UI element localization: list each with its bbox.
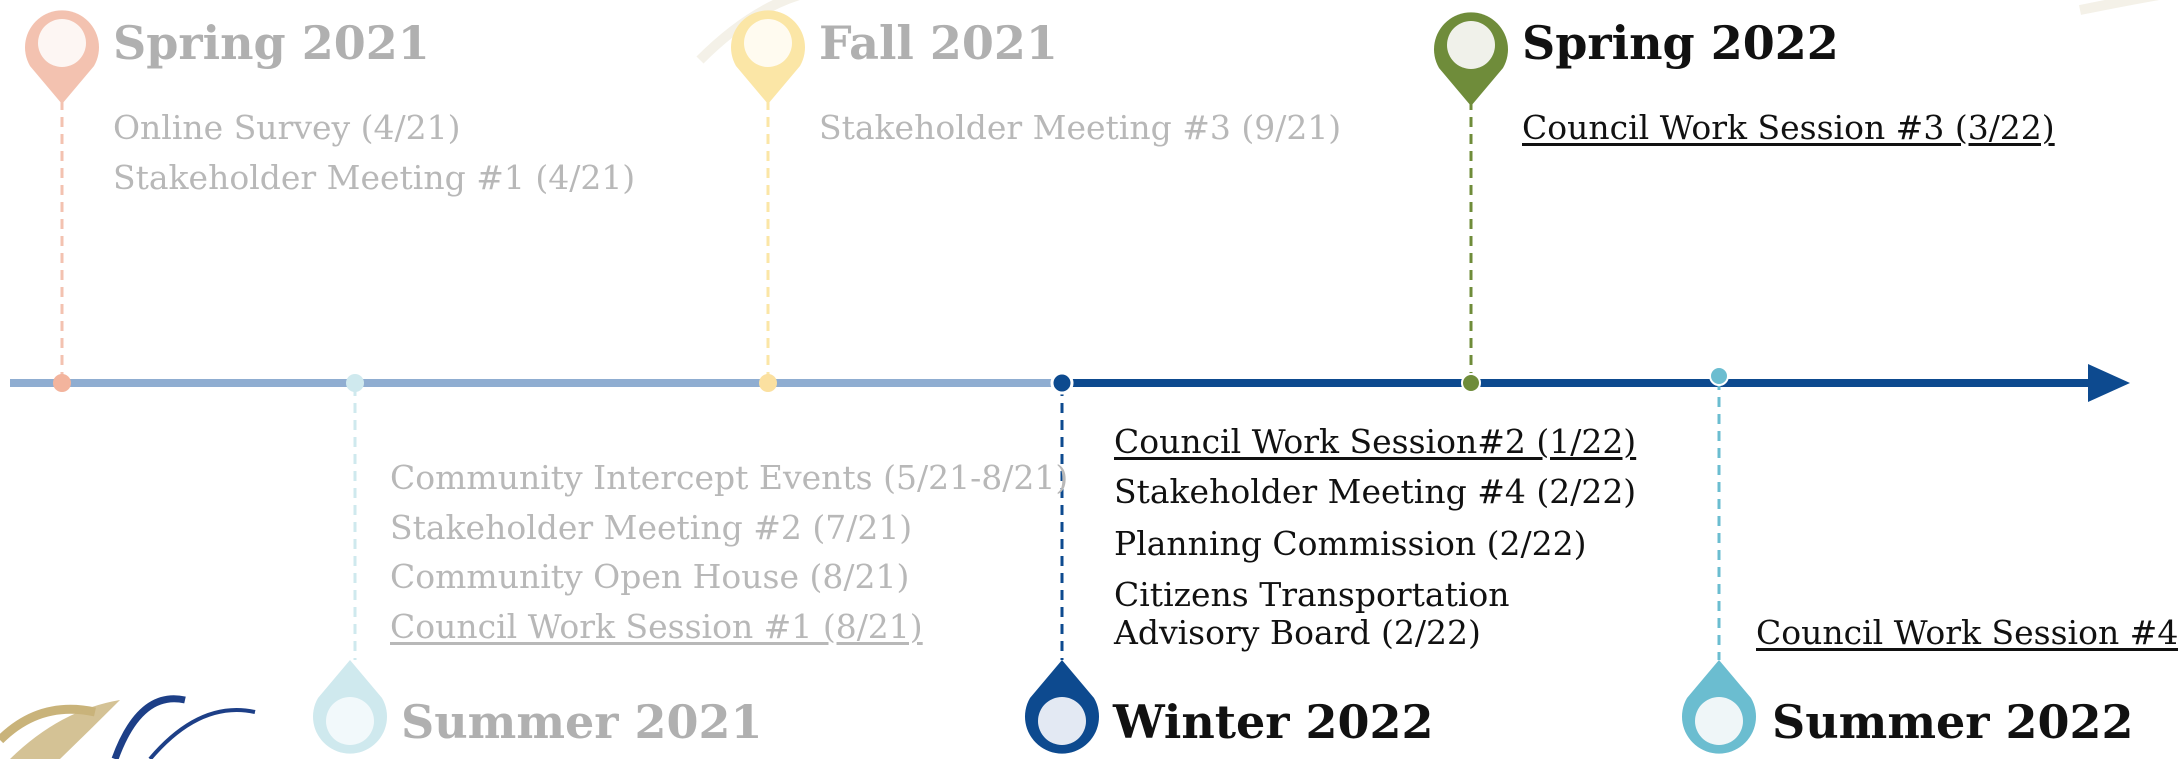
list-item: Community Open House (8/21) [390,557,910,597]
pin-icon-spring2021 [25,10,99,105]
axis-dot-spring2021 [53,374,71,392]
list-item: Stakeholder Meeting #1 (4/21) [113,157,636,197]
list-item-link[interactable]: Council Work Session #3 (3/22) [1522,108,2055,147]
list-item: Community Intercept Events (5/21-8/21) [390,458,1069,497]
phase-title: Fall 2021 [819,16,1058,70]
pin-icon-winter2022 [1025,660,1099,754]
timeline-arrowhead [2088,364,2130,402]
axis-dot-fall2021 [759,374,777,392]
phase-title: Spring 2021 [113,16,430,70]
phase-title: Winter 2022 [1113,695,1434,749]
axis-dot-summer2022 [1709,366,1729,386]
list-item: Advisory Board (2/22) [1114,612,1481,652]
phase-items: Stakeholder Meeting #3 (9/21) [819,108,1341,148]
phase-items: Community Intercept Events (5/21-8/21) S… [390,458,1068,646]
pin-icon-summer2021 [313,660,387,754]
list-item-link[interactable]: Council Work Session #1 (8/21) [390,606,923,646]
logo-fragment [0,695,256,759]
phase-items: Council Work Session#2 (1/22) Stakeholde… [1114,422,1636,652]
list-item-link[interactable]: Council Work Session#2 (1/22) [1114,422,1637,461]
phase-title: Summer 2021 [401,695,763,749]
background-swoosh [2079,0,2160,15]
phase-title: Spring 2022 [1522,16,1839,70]
list-item: Stakeholder Meeting #4 (2/22) [1114,471,1637,511]
axis-dot-summer2021 [346,374,364,392]
list-item: Planning Commission (2/22) [1114,524,1587,564]
pin-icon-summer2022 [1682,660,1756,754]
phase-title: Summer 2022 [1772,695,2134,749]
pin-icon-fall2021 [730,10,806,104]
phase-items: Online Survey (4/21) Stakeholder Meeting… [113,108,635,197]
pin-icon-spring2022 [1433,12,1508,106]
list-item: Stakeholder Meeting #2 (7/21) [390,507,913,547]
list-item-link[interactable]: Council Work Session #4 [1756,613,2178,652]
phase-items: Council Work Session #3 (3/22) [1522,108,2055,148]
list-item: Citizens Transportation [1114,574,1510,614]
axis-dot-winter2022 [1050,371,1074,395]
list-item: Stakeholder Meeting #3 (9/21) [819,108,1342,147]
list-item: Online Survey (4/21) [113,108,461,147]
phase-items: Council Work Session #4 [1756,613,2178,653]
axis-dot-spring2022 [1461,373,1481,393]
